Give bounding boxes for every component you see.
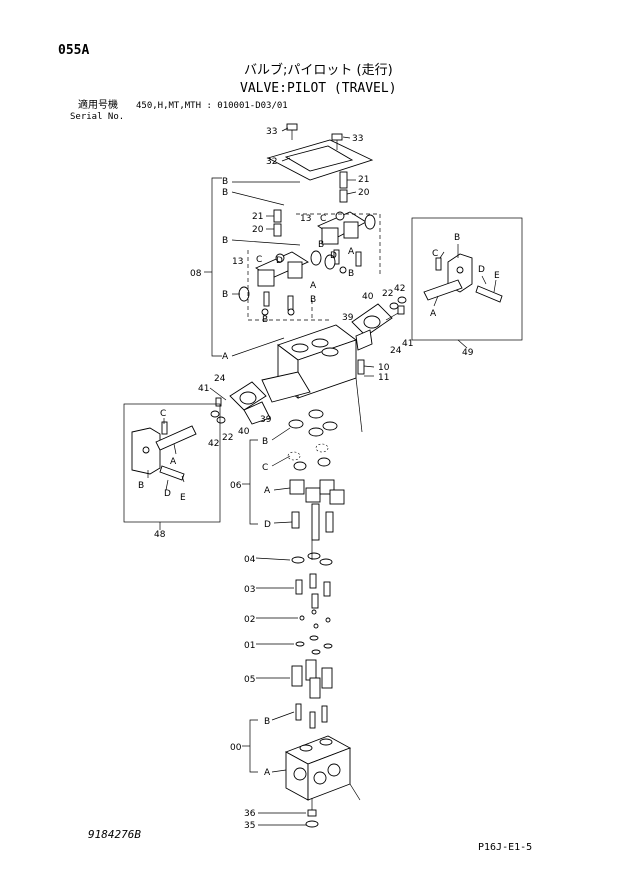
model-label: 適用号機	[78, 100, 118, 111]
ref-letter-a: A	[222, 352, 229, 362]
valve-body-00	[284, 703, 352, 801]
page-reference: P16J-E1-5	[478, 842, 533, 853]
ref-letter-b: B	[222, 177, 228, 187]
callout-02: 02	[244, 615, 255, 625]
screw-33-right	[331, 133, 343, 150]
ref-letter-c: C	[432, 249, 438, 259]
callout-06: 06	[230, 481, 242, 491]
callout-03: 03	[244, 585, 255, 595]
ref-letter-a: A	[348, 247, 355, 257]
ref-letter-b: B	[222, 290, 228, 300]
ref-letter-a: A	[264, 486, 271, 496]
ref-letter-c: C	[262, 463, 268, 473]
callout-11: 11	[378, 373, 389, 383]
callout-10: 10	[378, 363, 390, 373]
cover-plate	[266, 139, 374, 181]
callout-08: 08	[190, 269, 202, 279]
callout-32: 32	[266, 157, 277, 167]
ref-letter-b: B	[318, 240, 324, 250]
pin-21-upper	[339, 171, 348, 203]
ref-letter-c: C	[160, 409, 166, 419]
callout-20-upper: 20	[358, 188, 370, 198]
ref-letter-a: A	[264, 768, 271, 778]
callout-20-left: 20	[252, 225, 264, 235]
ref-letter-b: B	[264, 717, 270, 727]
callout-48: 48	[154, 530, 166, 540]
callout-36: 36	[244, 809, 256, 819]
serial-label: Serial No.	[70, 112, 125, 122]
callout-35: 35	[244, 821, 255, 831]
callout-24-left: 24	[214, 374, 226, 384]
spacer-02	[299, 609, 331, 629]
callout-24-right: 24	[390, 346, 402, 356]
springs-05	[291, 659, 333, 699]
bracket-08	[204, 177, 222, 357]
ref-letter-d: D	[164, 489, 171, 499]
callout-01: 01	[244, 641, 255, 651]
model-value: 450,H,MT,MTH : 010001-D03/01	[136, 101, 288, 111]
ref-letter-b: B	[454, 233, 460, 243]
cam-13-lower	[255, 251, 309, 287]
callout-04: 04	[244, 555, 256, 565]
ref-letter-e: E	[180, 493, 186, 503]
drawing-number: 9184276B	[88, 828, 141, 841]
ref-letter-d: D	[478, 265, 485, 275]
callout-21-left: 21	[252, 212, 263, 222]
callout-40-left: 40	[238, 427, 250, 437]
callout-42-left: 42	[208, 439, 219, 449]
callout-13-lower: 13	[232, 257, 243, 267]
callout-33-left: 33	[266, 127, 277, 137]
plug-36-35	[305, 809, 319, 828]
callout-41-left: 41	[198, 384, 209, 394]
ref-letter-b: B	[348, 269, 354, 279]
ref-letter-c: C	[256, 255, 262, 265]
ref-letter-d: D	[330, 251, 337, 261]
callout-41-right: 41	[402, 339, 413, 349]
callout-13-upper: 13	[300, 214, 311, 224]
plate-40-right	[351, 303, 393, 351]
subassembly-48-box	[123, 403, 221, 523]
pin-21-left	[273, 209, 282, 237]
callout-21-upper: 21	[358, 175, 369, 185]
callout-00: 00	[230, 743, 242, 753]
springs-03	[295, 573, 331, 609]
screw-33-left	[286, 123, 298, 140]
ref-letter-b: B	[222, 188, 228, 198]
callout-22-left: 22	[222, 433, 233, 443]
ref-letter-e: E	[494, 271, 500, 281]
ref-letter-b: B	[222, 236, 228, 246]
ref-letter-b: B	[310, 295, 316, 305]
ref-letter-b: B	[262, 315, 268, 325]
callout-05: 05	[244, 675, 255, 685]
ref-letter-a: A	[310, 281, 317, 291]
callout-22-right: 22	[382, 289, 393, 299]
ref-letter-b: B	[138, 481, 144, 491]
cam-13-upper	[317, 211, 367, 245]
ref-letter-a: A	[430, 309, 437, 319]
ref-letter-a: A	[170, 457, 177, 467]
callout-49: 49	[462, 348, 474, 358]
seal-stack-06	[287, 409, 345, 541]
callout-40-right: 40	[362, 292, 374, 302]
title-english: VALVE:PILOT (TRAVEL)	[240, 81, 397, 96]
title-japanese: バルブ;パイロット (走行)	[244, 63, 393, 78]
callout-33-right: 33	[352, 134, 363, 144]
callout-39-right: 39	[342, 313, 354, 323]
washers-01	[295, 635, 333, 655]
ref-letter-c: C	[320, 214, 326, 224]
screw-41-right	[385, 305, 405, 321]
subassembly-49-box	[411, 217, 523, 341]
callout-39-left: 39	[260, 415, 272, 425]
ref-letter-b: B	[262, 437, 268, 447]
plate-40-left	[229, 381, 271, 425]
callout-42-right: 42	[394, 284, 405, 294]
page-code: 055A	[58, 43, 90, 58]
ref-letter-d: D	[276, 256, 283, 266]
ref-letter-d: D	[264, 520, 271, 530]
washers-04	[291, 552, 333, 566]
valve-housing	[261, 324, 357, 403]
